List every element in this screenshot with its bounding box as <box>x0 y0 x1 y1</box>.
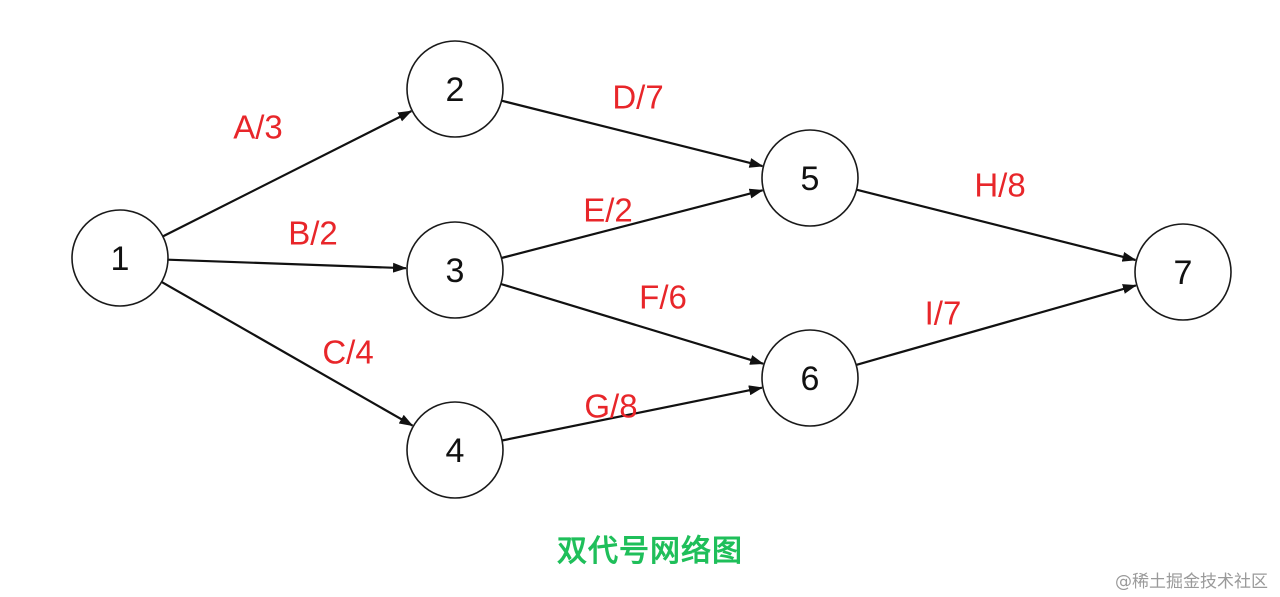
edge-label-4-6: G/8 <box>584 388 637 425</box>
node-label-3: 3 <box>446 252 465 290</box>
node-label-6: 6 <box>801 360 820 398</box>
edge-label-2-5: D/7 <box>612 79 663 116</box>
node-circle-4 <box>406 401 504 499</box>
edge-label-3-5: E/2 <box>583 192 633 229</box>
node-1: 1 <box>71 209 169 307</box>
edge-label-3-6: F/6 <box>639 279 687 316</box>
node-label-1: 1 <box>111 240 130 278</box>
edge-label-1-2: A/3 <box>233 109 283 146</box>
edge-label-1-3: B/2 <box>288 215 338 252</box>
node-4: 4 <box>406 401 504 499</box>
node-6: 6 <box>761 329 859 427</box>
node-circle-7 <box>1134 223 1232 321</box>
node-7: 7 <box>1134 223 1232 321</box>
diagram-caption: 双代号网络图 <box>557 534 743 569</box>
node-3: 3 <box>406 221 504 319</box>
edge-label-5-7: H/8 <box>974 167 1025 204</box>
edge-labels-layer: A/3B/2C/4 D/7E/2F/6G/8 H/8I/7 <box>233 79 1025 425</box>
node-label-7: 7 <box>1174 254 1193 292</box>
edge-arrow-1-3 <box>167 258 407 273</box>
node-circle-6 <box>761 329 859 427</box>
edge-label-1-4: C/4 <box>322 334 373 371</box>
node-label-2: 2 <box>446 71 465 109</box>
edge-arrow-4-6 <box>501 385 763 442</box>
watermark-text: @稀土掘金技术社区 <box>1115 572 1268 592</box>
node-circle-3 <box>406 221 504 319</box>
node-label-4: 4 <box>446 432 465 470</box>
edges-layer <box>161 99 1137 442</box>
nodes-layer: 1 2 3 4 5 6 7 <box>71 40 1232 499</box>
edge-arrow-1-2 <box>162 110 413 238</box>
node-5: 5 <box>761 129 859 227</box>
edge-arrow-3-5 <box>501 188 764 260</box>
node-2: 2 <box>406 40 504 138</box>
edge-arrow-1-4 <box>161 280 414 427</box>
node-circle-1 <box>71 209 169 307</box>
edge-label-6-7: I/7 <box>925 295 962 332</box>
node-circle-5 <box>761 129 859 227</box>
node-circle-2 <box>406 40 504 138</box>
edge-arrow-6-7 <box>855 284 1137 366</box>
edge-arrow-2-5 <box>501 99 764 168</box>
edge-arrow-3-6 <box>500 282 765 365</box>
node-label-5: 5 <box>801 160 820 198</box>
edge-arrow-5-7 <box>856 188 1137 262</box>
